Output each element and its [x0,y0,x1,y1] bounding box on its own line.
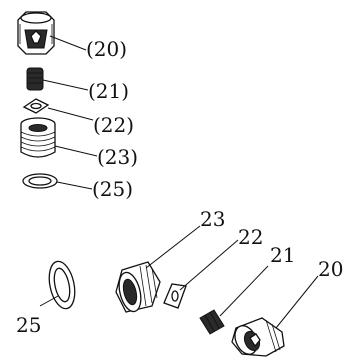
leader-21-top [42,79,89,91]
callout-21-bottom: 21 [270,243,295,267]
callout-22-top: (22) [93,113,134,137]
leader-25-bottom [39,295,59,307]
leader-22-top [47,107,94,121]
leader-21-bottom [219,265,269,317]
leader-22-bottom [179,239,239,291]
callout-20-bottom: 20 [318,257,343,281]
part-20-bottom [231,317,285,357]
callout-25-bottom: 25 [16,313,41,337]
callout-21-top: (21) [88,79,129,103]
leader-20-bottom [275,275,319,329]
callout-22-bottom: 22 [238,225,263,249]
part-21-top [26,67,44,91]
callout-23-top: (23) [97,145,138,169]
leader-25-top [56,181,93,190]
leader-20-top [49,35,87,51]
part-25-top [22,173,58,189]
callout-20-top: (20) [86,37,127,61]
leader-23-bottom [145,225,201,269]
part-25-bottom [48,260,76,310]
callout-25-top: (25) [92,177,133,201]
part-23-bottom [115,261,161,313]
leader-23-top [54,145,98,157]
part-20-top [17,11,55,55]
part-22-top [22,98,50,114]
part-21-bottom [199,309,225,335]
callout-23-bottom: 23 [200,207,225,231]
part-23-top [20,117,56,158]
